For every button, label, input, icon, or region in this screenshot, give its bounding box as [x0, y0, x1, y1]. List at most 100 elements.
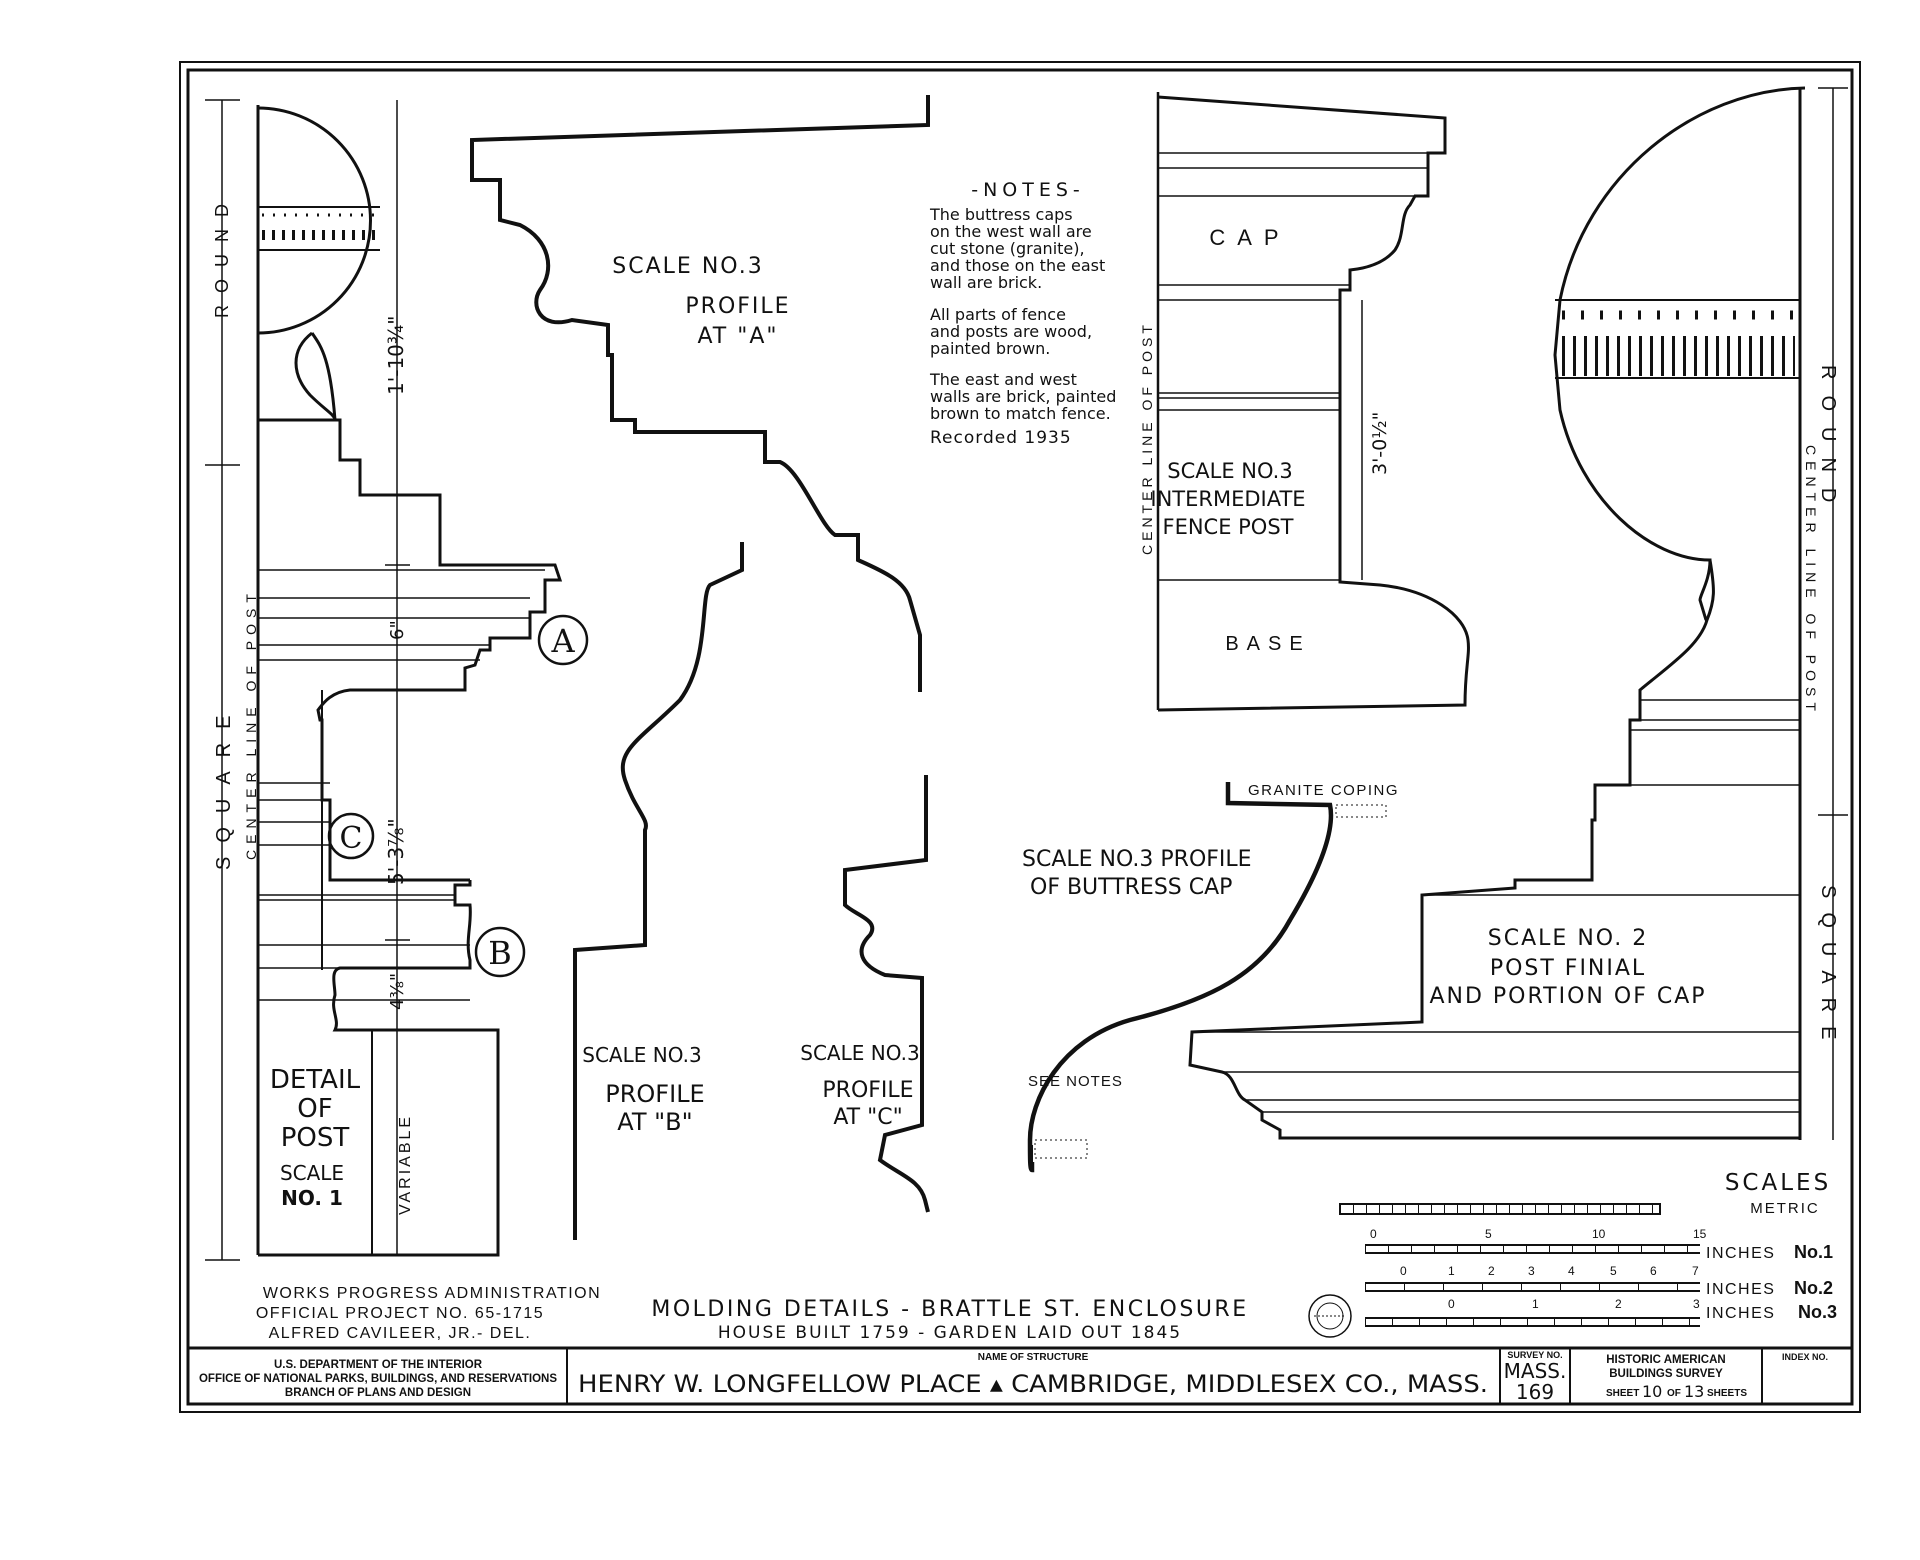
metric-scale-bar — [1339, 1203, 1661, 1215]
habs-line-2: BUILDINGS SURVEY — [1609, 1368, 1723, 1380]
scale-3-tick-1: 1 — [1532, 1297, 1539, 1311]
drawing-title: MOLDING DETAILS - BRATTLE ST. ENCLOSURE — [651, 1297, 1248, 1322]
dim-5ft-label: 5'-3⅞" — [384, 818, 408, 885]
scale-row-1: 0 5 10 15 INCHES No.1 — [1365, 1227, 1833, 1262]
scale-row-2: 0 1 2 3 4 5 6 7 INCHES No.2 — [1365, 1264, 1833, 1298]
habs-line-1: HISTORIC AMERICAN — [1606, 1354, 1725, 1366]
scale-3-label: INCHES — [1706, 1305, 1775, 1322]
notes-line-8: and posts are wood, — [930, 322, 1092, 341]
scale-2-tick-0: 0 — [1400, 1264, 1407, 1278]
structure-name-label: NAME OF STRUCTURE — [978, 1352, 1089, 1363]
buttress-coping-hatch — [1335, 804, 1387, 818]
finial-title-1: SCALE NO. 2 — [1488, 926, 1648, 951]
post-finial: ROUND SQUARE CENTER LINE OF POST SCALE N… — [1188, 86, 1848, 1140]
drawing-subtitle: HOUSE BUILT 1759 - GARDEN LAID OUT 1845 — [718, 1323, 1182, 1343]
profile-b-outline — [573, 542, 744, 1240]
profile-c-title-1: PROFILE — [822, 1078, 913, 1103]
callout-c: C — [340, 821, 363, 856]
callout-b-circle — [474, 926, 526, 978]
sheet-total: 13 — [1684, 1382, 1704, 1401]
scale-2-no: No.2 — [1794, 1278, 1833, 1298]
scale-1-tick-5: 5 — [1485, 1227, 1492, 1241]
notes-line-13: brown to match fence. — [930, 404, 1111, 423]
fence-post-title-2: INTERMEDIATE — [1150, 487, 1305, 511]
callout-c-circle — [327, 812, 375, 860]
sheet-word: SHEET — [1606, 1388, 1639, 1399]
profile-b-scale: SCALE NO.3 — [582, 1043, 701, 1067]
survey-no-1: MASS. — [1504, 1359, 1567, 1383]
dim-round-label: ROUND — [212, 192, 232, 318]
finial-ball-outline — [1553, 86, 1806, 622]
callout-b: B — [488, 934, 512, 972]
scale-3-tick-2: 2 — [1615, 1297, 1622, 1311]
buttress-title-2: OF BUTTRESS CAP — [1030, 875, 1232, 900]
credit-line-3: ALFRED CAVILEER, JR.- DEL. — [269, 1325, 532, 1342]
profile-c-outline — [843, 775, 930, 1213]
notes-line-12: walls are brick, painted — [930, 387, 1116, 406]
profile-a: SCALE NO.3 PROFILE AT "A" — [470, 95, 930, 692]
notes-line-3: cut stone (granite), — [930, 239, 1085, 258]
index-no-label: INDEX NO. — [1782, 1352, 1828, 1362]
fence-post-title-1: SCALE NO.3 — [1167, 459, 1292, 483]
notes-line-11: The east and west — [929, 370, 1077, 389]
finial-title-3: AND PORTION OF CAP — [1429, 984, 1706, 1009]
finial-title-2: POST FINIAL — [1490, 956, 1646, 981]
detail-of-post-title-3: POST — [281, 1123, 350, 1153]
scale-row-3: 0 1 2 3 INCHES No.3 — [1365, 1297, 1837, 1327]
profile-c-title-2: AT "C" — [833, 1105, 902, 1130]
scale-2-tick-4: 4 — [1568, 1264, 1575, 1278]
detail-of-post-title-2: OF — [297, 1094, 332, 1124]
buttress-cap-outline — [1027, 782, 1334, 1173]
scale-3-tick-0: 0 — [1448, 1297, 1455, 1311]
scales-metric: METRIC — [1750, 1200, 1820, 1217]
dim-6in-label: 6" — [387, 620, 408, 640]
notes: -NOTES- The buttress caps on the west wa… — [929, 179, 1116, 448]
buttress-see-notes: SEE NOTES — [1028, 1073, 1123, 1090]
dim-variable-label: VARIABLE — [397, 1114, 414, 1215]
finial-round-label: ROUND — [1817, 365, 1839, 518]
profile-c: SCALE NO.3 PROFILE AT "C" — [800, 775, 930, 1213]
notes-line-2: on the west wall are — [930, 222, 1092, 241]
dim-square-label: SQUARE — [213, 702, 235, 870]
notes-line-1: The buttress caps — [929, 205, 1073, 224]
scale-3-no: No.3 — [1798, 1302, 1837, 1322]
detail-of-post-scale-2: NO. 1 — [281, 1186, 343, 1210]
buttress-title-1: SCALE NO.3 PROFILE — [1022, 847, 1252, 872]
fence-post-center-line: CENTER LINE OF POST — [1139, 321, 1155, 555]
fence-post: CAP BASE SCALE NO.3 INTERMEDIATE FENCE P… — [1139, 92, 1470, 712]
survey-no-label: SURVEY NO. — [1507, 1350, 1562, 1360]
scale-2-tick-5: 5 — [1610, 1264, 1617, 1278]
credit-line-1: WORKS PROGRESS ADMINISTRATION — [263, 1285, 601, 1302]
dim-1ft-label: 1'-10¾" — [384, 316, 408, 395]
credit-line-2: OFFICIAL PROJECT NO. 65-1715 — [256, 1305, 544, 1322]
scale-2-tick-2: 2 — [1488, 1264, 1495, 1278]
fence-post-base-label: BASE — [1225, 633, 1310, 655]
notes-line-14: Recorded 1935 — [930, 428, 1072, 448]
profile-b-title-2: AT "B" — [617, 1108, 692, 1136]
fence-post-outline — [1157, 95, 1470, 712]
buttress-cap: GRANITE COPING SCALE NO.3 PROFILE OF BUT… — [1022, 782, 1398, 1173]
callout-a: A — [550, 622, 575, 660]
profile-b-title-1: PROFILE — [605, 1080, 704, 1108]
scale-2-tick-1: 1 — [1448, 1264, 1455, 1278]
post-finial-ball — [257, 106, 372, 335]
finial-bead-band-large — [1562, 310, 1795, 376]
notes-line-7: All parts of fence — [930, 305, 1066, 324]
profile-a-scale: SCALE NO.3 — [612, 254, 763, 279]
agency-line-2: OFFICE OF NATIONAL PARKS, BUILDINGS, AND… — [199, 1373, 557, 1385]
agency-line-3: BRANCH OF PLANS AND DESIGN — [285, 1387, 471, 1399]
profile-c-scale: SCALE NO.3 — [800, 1041, 919, 1065]
scale-3-tick-3: 3 — [1693, 1297, 1700, 1311]
scale-1-tick-10: 10 — [1592, 1227, 1606, 1241]
scale-1-no: No.1 — [1794, 1242, 1833, 1262]
detail-of-post: A C B ROUND SQUARE CENTER LINE OF POST 1… — [205, 99, 589, 1261]
structure-name: HENRY W. LONGFELLOW PLACE ▴ CAMBRIDGE, M… — [578, 1370, 1488, 1398]
survey-no-2: 169 — [1516, 1380, 1554, 1404]
fence-post-cap-label: CAP — [1209, 225, 1290, 250]
scale-1-tick-0: 0 — [1370, 1227, 1377, 1241]
agency-line-1: U.S. DEPARTMENT OF THE INTERIOR — [274, 1359, 483, 1371]
notes-line-4: and those on the east — [930, 256, 1105, 275]
sheet-no: 10 — [1642, 1382, 1662, 1401]
of-word: OF — [1667, 1388, 1681, 1399]
